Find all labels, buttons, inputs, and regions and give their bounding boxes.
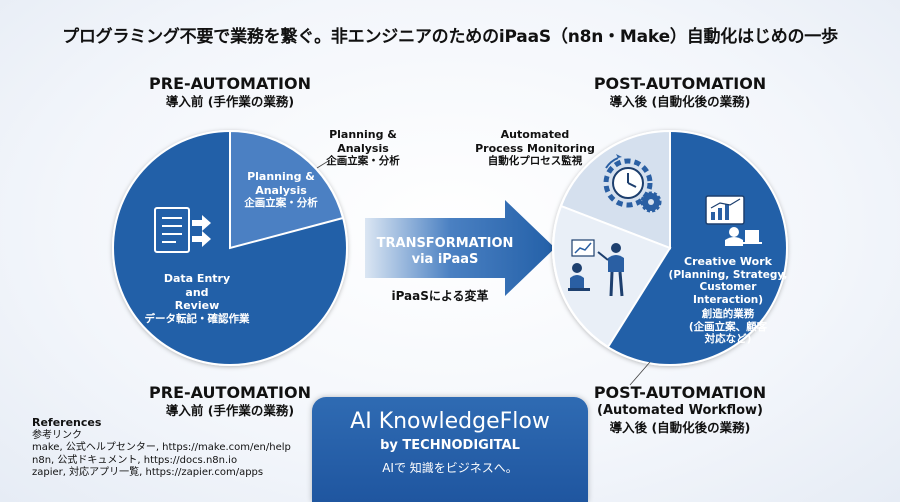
brand-name: AI KnowledgeFlow: [350, 409, 550, 434]
arrow-label: TRANSFORMATION via iPaaS: [370, 236, 520, 268]
pre-automation-footer: PRE-AUTOMATION 導入前 (手作業の業務): [110, 383, 350, 419]
monitoring-callout-en: Automated Process Monitoring: [475, 128, 595, 155]
creative-work-en1: Creative Work: [684, 255, 772, 268]
pre-footer-ja: 導入前 (手作業の業務): [165, 403, 295, 418]
creative-work-ja1: 創造的業務: [701, 308, 755, 320]
post-header-ja: 導入後 (自動化後の業務): [609, 94, 751, 109]
page-title: プログラミング不要で業務を繋ぐ。非エンジニアのためのiPaaS（n8n・Make…: [62, 27, 838, 47]
references-subtitle: 参考リンク: [32, 429, 82, 441]
arrow-label-line1: TRANSFORMATION: [376, 236, 514, 251]
transformation-arrow: [365, 200, 555, 296]
post-header-en: POST-AUTOMATION: [593, 74, 767, 93]
creative-work-en2: (Planning, Strategy, Customer Interactio…: [668, 268, 788, 306]
references-title: References: [32, 416, 102, 429]
planning-callout: Planning & Analysis 企画立案・分析: [318, 128, 408, 169]
post-automation-header: POST-AUTOMATION 導入後 (自動化後の業務): [560, 74, 800, 110]
post-footer-ja: 導入後 (自動化後の業務): [609, 420, 751, 435]
arrow-label-ja: iPaaSによる変革: [391, 289, 489, 303]
brand-panel: AI KnowledgeFlow by TECHNODIGITAL AIで 知識…: [312, 397, 588, 502]
slice-planning-ja: 企画立案・分析: [244, 197, 318, 209]
brand-slogan: AIで 知識をビジネスへ。: [382, 461, 518, 475]
post-footer-en2: (Automated Workflow): [597, 403, 763, 418]
post-callout-line: [629, 361, 651, 386]
reference-item[interactable]: zapier, 対応アプリ一覧, https://zapier.com/apps: [32, 467, 264, 478]
pie-slice-planning: [229, 129, 345, 250]
document-icon: [154, 207, 211, 253]
creative-work-label: Creative Work (Planning, Strategy, Custo…: [664, 255, 792, 346]
post-footer-en1: POST-AUTOMATION: [593, 383, 767, 402]
post-automation-footer: POST-AUTOMATION (Automated Workflow) 導入後…: [560, 383, 800, 436]
pre-automation-pie: [112, 129, 348, 366]
people-collaboration-icon: [568, 239, 624, 297]
brand-by: by TECHNODIGITAL: [380, 438, 520, 453]
pre-header-en: PRE-AUTOMATION: [149, 74, 311, 93]
slice-data-entry-ja: データ転記・確認作業: [144, 312, 250, 325]
pre-footer-en: PRE-AUTOMATION: [149, 383, 311, 402]
slice-data-entry-en: Data Entry and Review: [163, 272, 231, 312]
monitoring-callout: Automated Process Monitoring 自動化プロセス監視: [470, 128, 600, 169]
reference-item[interactable]: make, 公式ヘルプセンター, https://make.com/en/hel…: [32, 442, 291, 453]
gears-clock-icon: [603, 154, 662, 213]
callout-line: [316, 159, 331, 169]
slice-planning-en: Planning & Analysis: [247, 170, 315, 197]
creative-work-icon: [705, 195, 762, 246]
creative-work-ja2: (企画立案、顧客対応など): [688, 320, 768, 346]
planning-callout-en: Planning & Analysis: [329, 128, 397, 155]
reference-item[interactable]: n8n, 公式ドキュメント, https://docs.n8n.io: [32, 454, 238, 466]
monitoring-callout-ja: 自動化プロセス監視: [487, 155, 583, 167]
slice-planning-label: Planning & Analysis 企画立案・分析: [233, 170, 329, 211]
slice-data-entry-label: Data Entry and Review データ転記・確認作業: [122, 272, 272, 326]
arrow-label-line2: via iPaaS: [411, 252, 479, 267]
planning-callout-ja: 企画立案・分析: [326, 155, 400, 167]
references: References 参考リンク make, 公式ヘルプセンター, https:…: [32, 416, 291, 480]
pre-automation-header: PRE-AUTOMATION 導入前 (手作業の業務): [110, 74, 350, 110]
pre-header-ja: 導入前 (手作業の業務): [165, 94, 295, 109]
